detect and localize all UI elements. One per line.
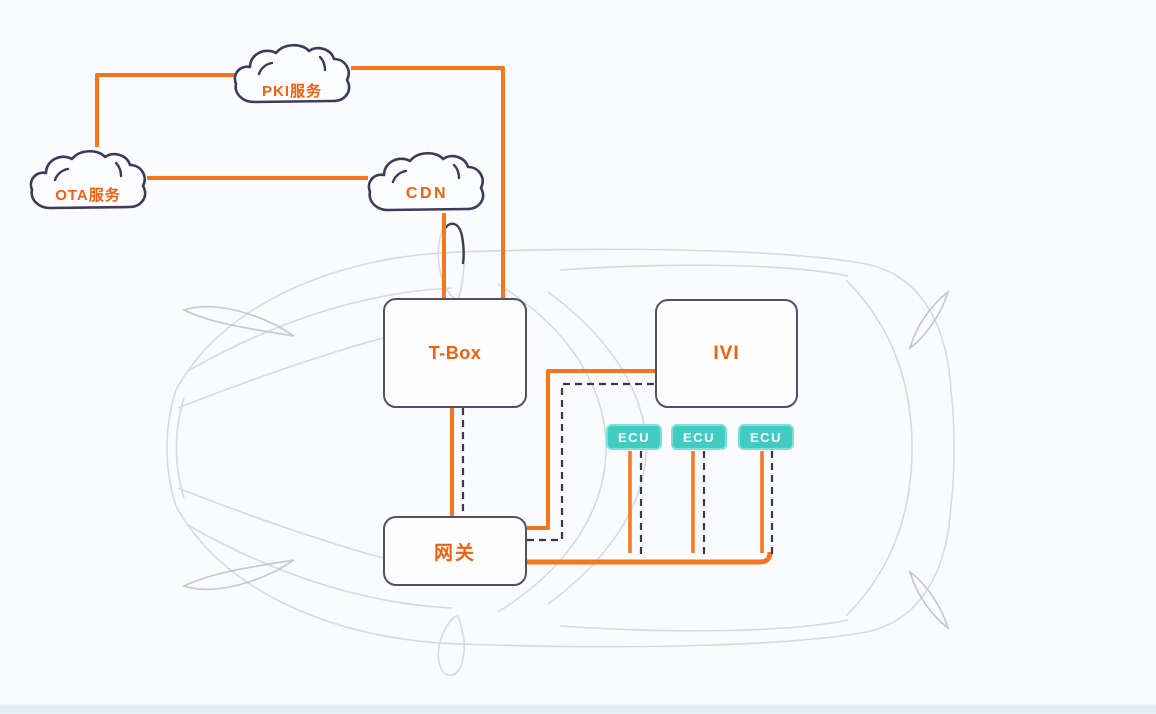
- node-ecu-1-label: ECU: [618, 429, 650, 445]
- link-pki-to-tbox: [351, 66, 505, 299]
- node-ivi: IVI: [655, 299, 798, 408]
- link-gateway-ecu-bus: [527, 551, 773, 565]
- cloud-label-pki: PKI服务: [261, 83, 322, 100]
- cloud-label-cdn: CDN: [405, 185, 449, 202]
- node-ecu-2-label: ECU: [683, 429, 715, 445]
- node-ecu-3-label: ECU: [750, 429, 782, 445]
- node-tbox-label: T-Box: [428, 342, 482, 363]
- cloud-label-ota: OTA服务: [55, 187, 121, 204]
- link-gateway-to-ivi: [527, 369, 655, 530]
- connection-lines-orange: [95, 66, 773, 565]
- node-ivi-label: IVI: [713, 342, 740, 364]
- side-mirror-bottom: [437, 615, 466, 677]
- node-gateway-label: 网关: [433, 542, 476, 564]
- dashed-gateway-to-ivi: [527, 382, 655, 542]
- node-gateway: 网关: [383, 516, 527, 586]
- link-pki-to-ota: [95, 73, 237, 147]
- bottom-edge-strip: [0, 704, 1156, 714]
- node-ecu-1: ECU: [606, 424, 662, 450]
- car-outline-illustration: [166, 222, 955, 677]
- node-tbox: T-Box: [383, 298, 527, 408]
- side-mirror-top: [437, 222, 466, 301]
- connection-lines-dashed: [461, 382, 774, 556]
- node-ecu-2: ECU: [671, 424, 727, 450]
- node-ecu-3: ECU: [738, 424, 794, 450]
